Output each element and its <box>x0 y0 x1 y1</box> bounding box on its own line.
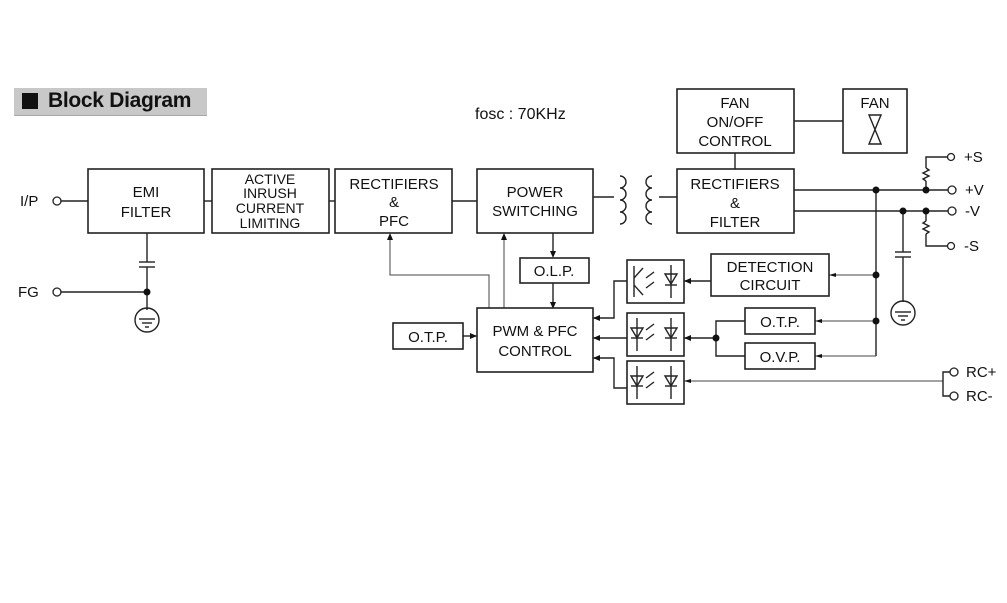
title-square-icon <box>22 93 38 109</box>
terminal-input: I/P <box>20 193 62 210</box>
svg-text:O.L.P.: O.L.P. <box>534 263 575 280</box>
optocoupler-triac-icon <box>626 312 685 357</box>
block-power-switching: POWER SWITCHING <box>476 168 594 234</box>
svg-text:CIRCUIT: CIRCUIT <box>740 277 801 294</box>
svg-text:DETECTION: DETECTION <box>727 259 814 276</box>
svg-text:PFC: PFC <box>379 213 409 230</box>
block-olp: O.L.P. <box>519 257 590 284</box>
terminal-minus-v: -V <box>947 203 980 220</box>
svg-text:FAN: FAN <box>720 95 749 112</box>
terminal-minus-sense: -S <box>946 238 979 255</box>
frequency-note: fosc : 70KHz <box>475 106 566 123</box>
optocoupler-remote-icon <box>626 360 685 405</box>
svg-text:CONTROL: CONTROL <box>698 133 771 150</box>
svg-text:FILTER: FILTER <box>710 214 761 231</box>
svg-text:PWM & PFC: PWM & PFC <box>493 323 578 340</box>
svg-text:LIMITING: LIMITING <box>240 215 301 231</box>
svg-text:ON/OFF: ON/OFF <box>707 114 764 131</box>
svg-text:&: & <box>389 194 399 211</box>
svg-text:I/P: I/P <box>20 193 38 210</box>
svg-text:O.V.P.: O.V.P. <box>760 349 801 366</box>
svg-text:&: & <box>730 195 740 212</box>
svg-text:-S: -S <box>964 238 979 255</box>
ground-icon <box>134 307 160 333</box>
svg-text:+V: +V <box>965 182 984 199</box>
terminal-rc-plus: RC+ <box>949 364 997 381</box>
fan-icon <box>867 114 883 145</box>
svg-text:CURRENT: CURRENT <box>236 200 305 216</box>
block-detection-circuit: DETECTION CIRCUIT <box>710 253 830 297</box>
svg-text:SWITCHING: SWITCHING <box>492 203 578 220</box>
optocoupler-transistor-icon <box>626 259 685 304</box>
svg-text:FILTER: FILTER <box>121 204 172 221</box>
arrowheads <box>387 233 836 383</box>
transformer-icon <box>619 175 653 225</box>
svg-text:FAN: FAN <box>860 95 889 112</box>
svg-text:EMI: EMI <box>133 184 160 201</box>
svg-text:ACTIVE: ACTIVE <box>245 171 296 187</box>
section-title: Block Diagram <box>48 89 192 112</box>
block-emi-filter: EMI FILTER <box>87 168 205 234</box>
block-rectifiers-filter: RECTIFIERS & FILTER <box>676 168 795 234</box>
svg-text:-V: -V <box>965 203 980 220</box>
svg-text:RC-: RC- <box>966 388 993 405</box>
block-active-inrush: ACTIVE INRUSH CURRENT LIMITING <box>211 168 330 234</box>
ground-icon <box>890 300 916 326</box>
svg-text:INRUSH: INRUSH <box>243 185 297 201</box>
block-rectifiers-pfc: RECTIFIERS & PFC <box>334 168 453 234</box>
block-ovp: O.V.P. <box>744 342 816 370</box>
svg-text:RECTIFIERS: RECTIFIERS <box>349 176 438 193</box>
section-title-bar: Block Diagram <box>14 88 207 116</box>
block-pwm-pfc-control: PWM & PFC CONTROL <box>476 307 594 373</box>
block-fan-control: FAN ON/OFF CONTROL <box>676 88 795 154</box>
block-otp-secondary: O.T.P. <box>744 307 816 335</box>
svg-text:O.T.P.: O.T.P. <box>760 314 800 331</box>
svg-text:FG: FG <box>18 284 39 301</box>
svg-text:CONTROL: CONTROL <box>498 343 571 360</box>
wires <box>61 120 950 397</box>
svg-text:O.T.P.: O.T.P. <box>408 329 448 346</box>
svg-text:POWER: POWER <box>507 184 564 201</box>
terminal-frame-ground: FG <box>18 284 62 301</box>
terminal-rc-minus: RC- <box>949 388 993 405</box>
terminal-plus-sense: +S <box>946 149 983 166</box>
svg-text:RECTIFIERS: RECTIFIERS <box>690 176 779 193</box>
svg-text:+S: +S <box>964 149 983 166</box>
terminal-plus-v: +V <box>947 182 984 199</box>
junction-dots <box>143 186 930 342</box>
svg-text:RC+: RC+ <box>966 364 997 381</box>
block-fan: FAN <box>842 88 908 154</box>
block-otp-primary: O.T.P. <box>392 322 464 350</box>
